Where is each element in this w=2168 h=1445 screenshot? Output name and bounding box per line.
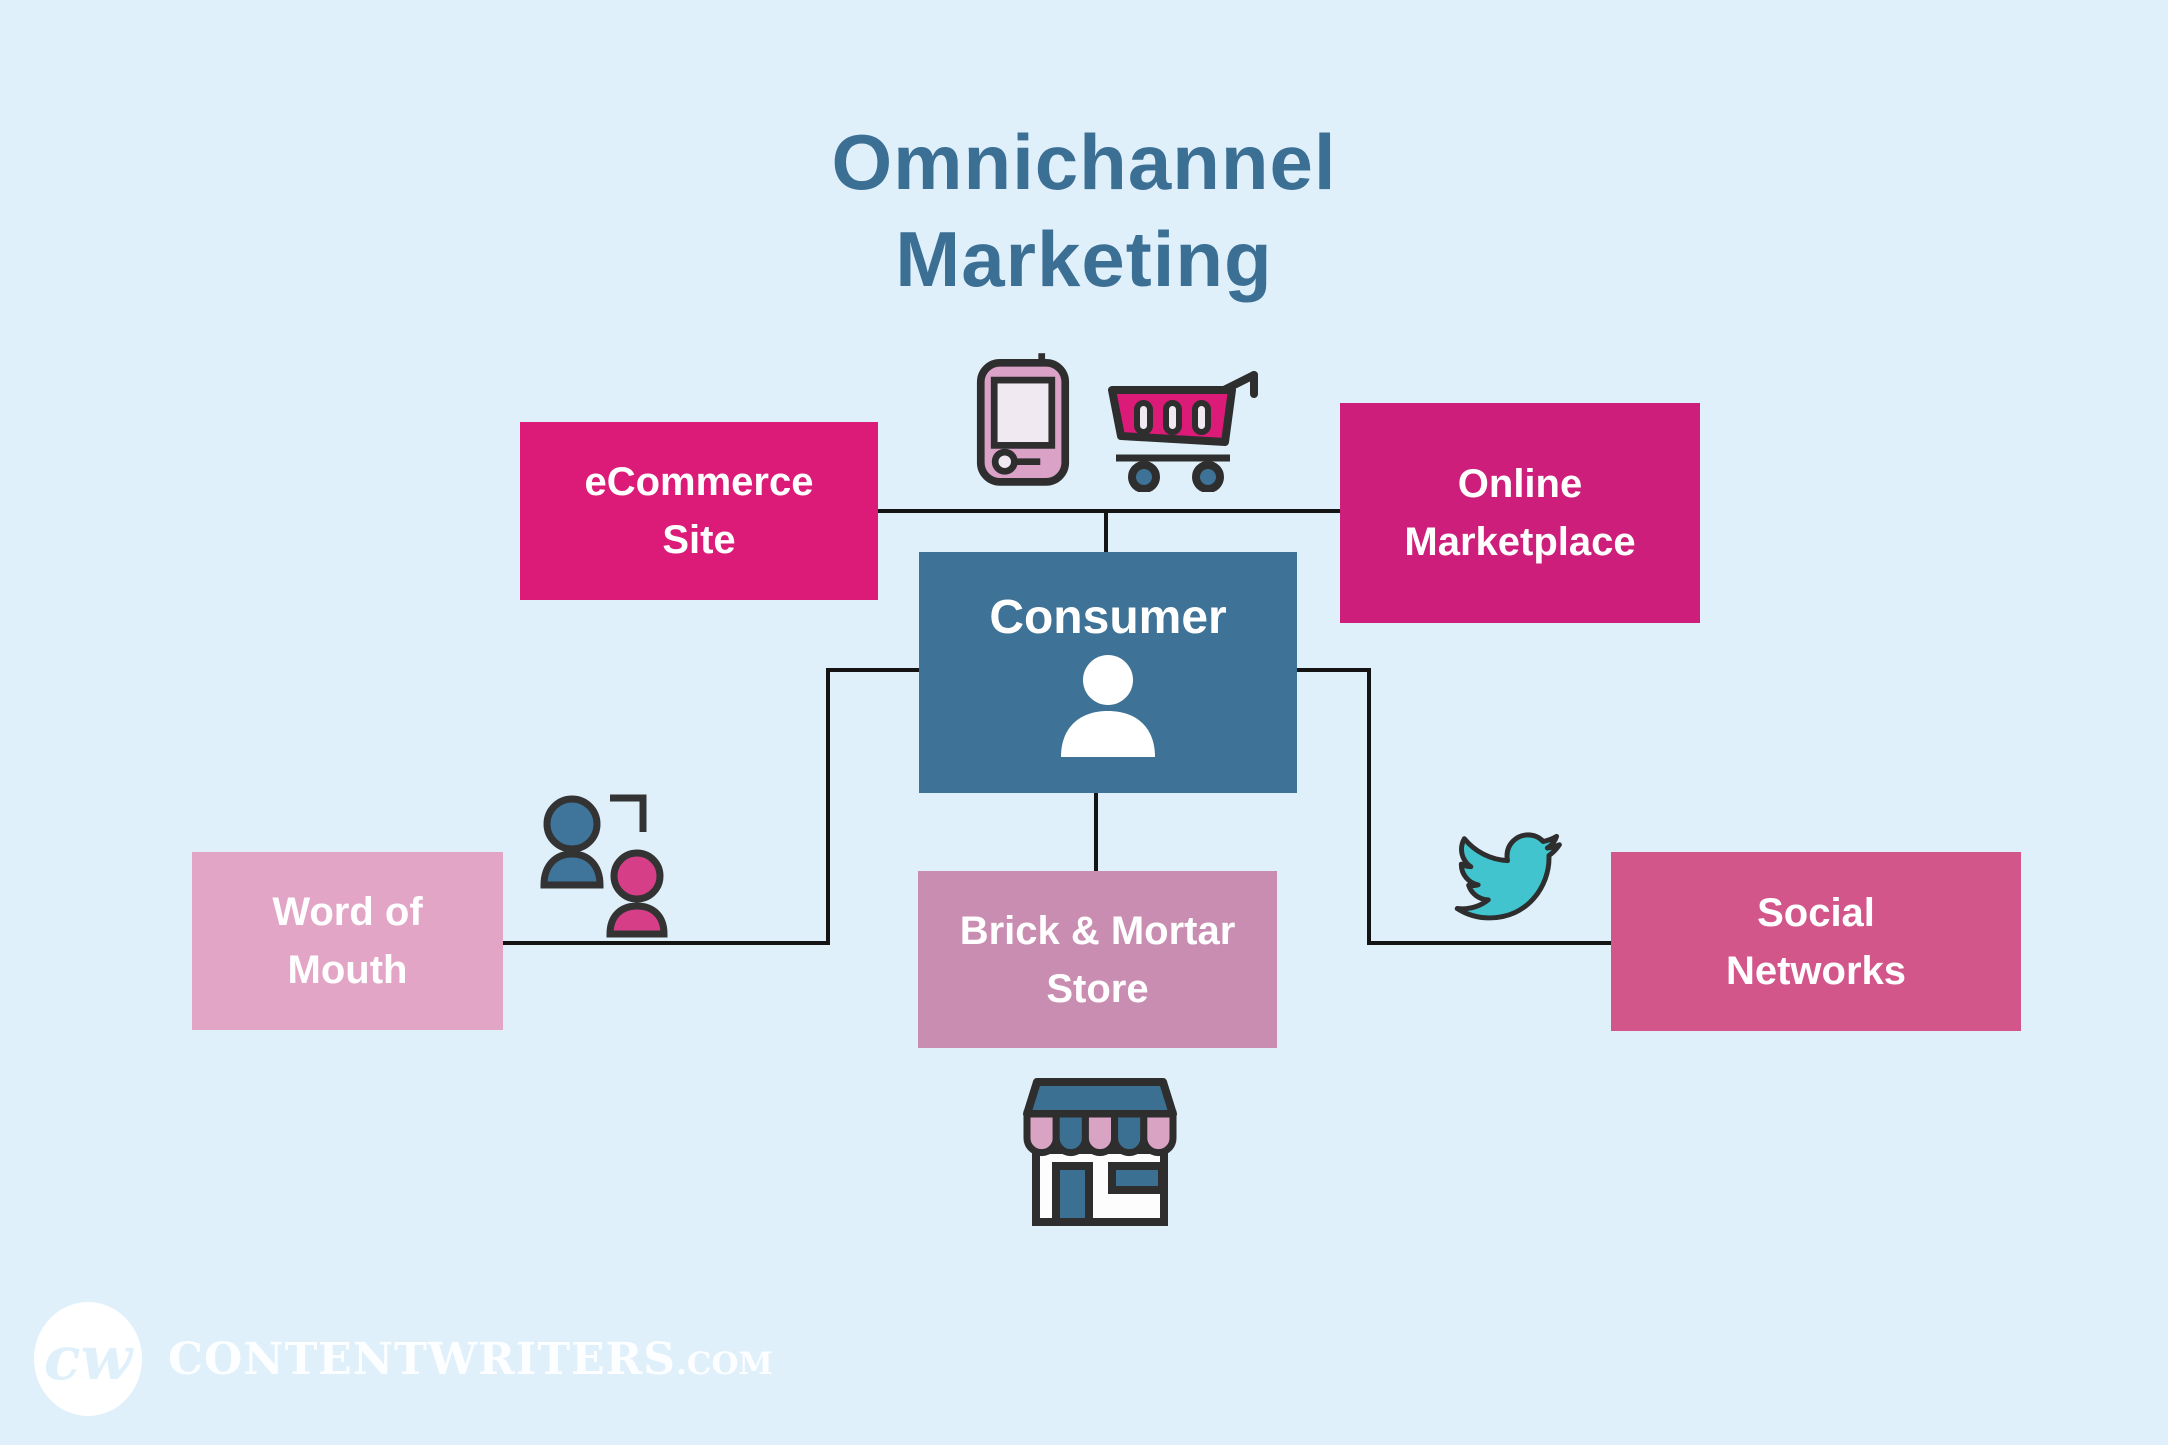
node-social-networks: Social Networks [1611, 852, 2021, 1031]
connector-left-vertical [826, 668, 830, 945]
connector-bottom-vertical [1094, 791, 1098, 873]
twitter-bird-icon [1454, 832, 1562, 921]
node-consumer: Consumer [919, 552, 1297, 793]
node-online-marketplace: Online Marketplace [1340, 403, 1700, 623]
person-icon [1061, 654, 1155, 757]
node-word-of-mouth: Word of Mouth [192, 852, 503, 1030]
logo-monogram: cw [43, 1324, 133, 1394]
connector-left-lower [503, 941, 830, 945]
page-title-line2: Marketing [895, 215, 1273, 304]
ecommerce-label-line2: Site [662, 518, 736, 562]
connector-right-upper [1295, 668, 1371, 672]
connector-top-vertical [1104, 509, 1108, 554]
node-brick-mortar-store: Brick & Mortar Store [918, 871, 1277, 1048]
word-of-mouth-people-icon [540, 794, 668, 938]
page-title: Omnichannel Marketing [0, 114, 2168, 308]
connector-left-upper [826, 668, 921, 672]
social-label-line1: Social [1757, 890, 1875, 935]
connector-right-lower [1367, 941, 1613, 945]
connector-right-vertical [1367, 668, 1371, 945]
consumer-label: Consumer [989, 590, 1227, 644]
mobile-device-icon [976, 353, 1070, 486]
brick-mortar-label-line1: Brick & Mortar [959, 908, 1236, 953]
connector-top-horizontal [878, 509, 1340, 513]
word-of-mouth-label-line1: Word of [272, 890, 423, 934]
contentwriters-logo-icon: cw [34, 1302, 142, 1416]
storefront-icon [1023, 1078, 1177, 1226]
word-of-mouth-label-line2: Mouth [287, 948, 408, 992]
node-ecommerce-site: eCommerce Site [520, 422, 878, 600]
page-title-line1: Omnichannel [831, 118, 1337, 207]
brand-suffix: .COM [676, 1346, 773, 1382]
shopping-cart-icon [1108, 371, 1258, 492]
brand-wordmark: CONTENTWRITERS .COM [168, 1334, 773, 1385]
marketplace-label-line2: Marketplace [1404, 520, 1636, 564]
social-label-line2: Networks [1725, 948, 1907, 993]
brand-name: CONTENTWRITERS [168, 1334, 676, 1385]
marketplace-label-line1: Online [1457, 462, 1583, 506]
ecommerce-label-line1: eCommerce [584, 460, 814, 504]
brick-mortar-label-line2: Store [1046, 966, 1149, 1011]
